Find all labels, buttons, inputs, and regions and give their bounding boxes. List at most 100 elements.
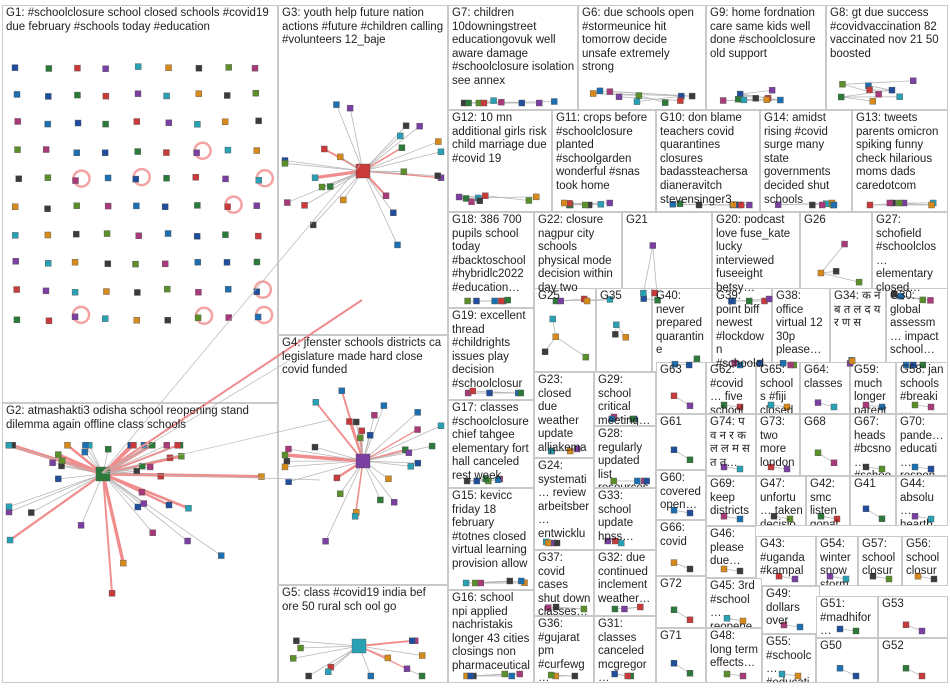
node[interactable] [164,230,172,237]
node[interactable] [720,401,728,409]
node[interactable] [290,655,297,662]
node[interactable] [327,183,334,190]
node[interactable] [467,672,474,680]
node[interactable] [140,442,148,449]
node[interactable] [185,505,192,512]
hub-node[interactable] [355,453,371,469]
node[interactable] [720,513,728,520]
node[interactable] [767,463,775,471]
node[interactable] [778,670,786,678]
node[interactable] [779,360,787,367]
node[interactable] [817,513,825,520]
node[interactable] [469,387,476,395]
node[interactable] [258,473,265,480]
node[interactable] [654,296,661,304]
node[interactable] [225,314,232,321]
node[interactable] [686,670,694,677]
node[interactable] [888,86,896,94]
node[interactable] [133,118,141,125]
node[interactable] [340,196,347,204]
node[interactable] [462,195,470,202]
node[interactable] [134,289,141,296]
node[interactable] [610,477,617,485]
node[interactable] [775,573,783,580]
node[interactable] [134,503,142,511]
node[interactable] [253,258,261,266]
node[interactable] [120,559,127,567]
node[interactable] [55,451,62,458]
node[interactable] [337,153,344,161]
node[interactable] [613,321,620,328]
node[interactable] [81,448,89,456]
node[interactable] [730,201,737,208]
node[interactable] [918,672,926,680]
node[interactable] [662,99,669,106]
node[interactable] [830,459,838,466]
node[interactable] [74,119,82,127]
node[interactable] [739,617,747,625]
node[interactable] [676,200,684,207]
node[interactable] [886,199,894,207]
node[interactable] [686,565,694,573]
node[interactable] [12,232,19,239]
node[interactable] [852,627,860,635]
node[interactable] [852,672,860,680]
node[interactable] [297,644,304,652]
node[interactable] [695,201,703,209]
node[interactable] [819,201,826,209]
node[interactable] [135,232,142,239]
node[interactable] [723,615,731,622]
node[interactable] [862,463,870,471]
node[interactable] [589,90,597,97]
node[interactable] [45,65,53,72]
node[interactable] [723,670,731,678]
node[interactable] [414,409,421,416]
node[interactable] [162,260,169,268]
node[interactable] [930,575,938,583]
node[interactable] [855,278,863,286]
node[interactable] [400,168,408,175]
node[interactable] [477,579,484,587]
node[interactable] [11,203,19,210]
node[interactable] [637,603,644,611]
node[interactable] [311,443,319,451]
node[interactable] [902,621,910,628]
node[interactable] [763,96,770,103]
node[interactable] [583,297,591,305]
node[interactable] [163,92,170,100]
node[interactable] [552,603,560,611]
node[interactable] [163,442,170,449]
node[interactable] [482,475,490,483]
node[interactable] [45,317,53,324]
node[interactable] [862,505,870,512]
node[interactable] [919,296,926,304]
node[interactable] [734,96,742,103]
node[interactable] [281,451,289,459]
node[interactable] [358,427,365,435]
node[interactable] [896,199,903,207]
hub-node[interactable] [351,638,367,654]
node[interactable] [14,146,21,153]
node[interactable] [104,202,112,210]
node[interactable] [814,399,822,406]
node[interactable] [285,478,292,485]
node[interactable] [541,348,549,355]
node[interactable] [414,459,422,467]
node[interactable] [911,463,919,471]
node[interactable] [780,621,788,629]
node[interactable] [104,260,112,267]
node[interactable] [285,445,292,453]
node[interactable] [670,559,678,566]
node[interactable] [518,577,525,585]
node[interactable] [862,401,870,409]
node[interactable] [380,402,388,409]
node[interactable] [767,401,775,409]
node[interactable] [351,513,359,520]
node[interactable] [911,513,919,520]
node[interactable] [225,64,232,71]
node[interactable] [606,296,614,303]
node[interactable] [164,285,171,293]
node[interactable] [686,456,694,463]
node[interactable] [184,537,191,545]
node[interactable] [604,537,612,545]
